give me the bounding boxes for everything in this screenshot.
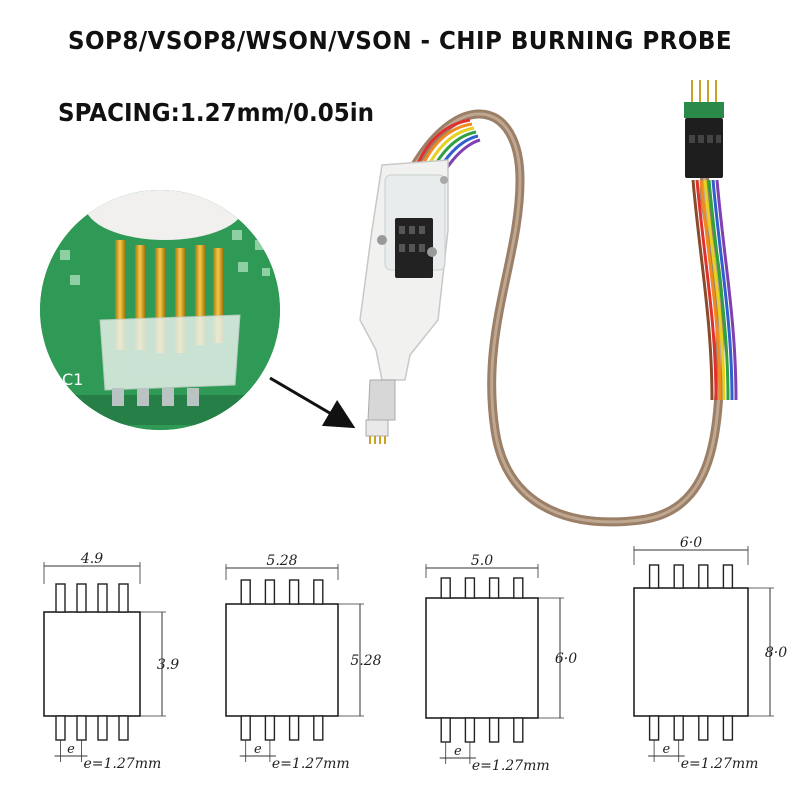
package-pin [673, 715, 684, 741]
package-body [633, 587, 749, 717]
pitch-value: e=1.27mm [681, 756, 759, 772]
package-pin [648, 564, 660, 589]
svg-text:C1: C1 [62, 370, 83, 389]
width-label: 5.0 [471, 553, 493, 569]
package-pin [698, 564, 709, 589]
ribbon-near-header [691, 179, 738, 401]
height-label: 5.28 [350, 653, 381, 669]
package-body [43, 611, 141, 717]
spacing-label: SPACING:1.27mm/0.05in [58, 98, 374, 127]
pitch-value: e=1.27mm [272, 756, 350, 772]
package-pin [264, 579, 276, 605]
chip-burning-probe [359, 159, 449, 444]
width-label: 6·0 [680, 535, 702, 551]
package-diagrams: 4.93.9ee=1.27mm5.285.28ee=1.27mm5.06·0ee… [43, 535, 787, 774]
package-pin [513, 717, 524, 743]
height-label: 6·0 [555, 651, 577, 667]
pitch-symbol: e [254, 742, 262, 757]
rainbow-cable [410, 109, 725, 527]
zoom-probe-tip-photo: C1 [40, 190, 280, 430]
package-vson: 6·0 8·0 e e=1.27mm [633, 535, 787, 772]
package-pin [118, 583, 129, 613]
pitch-value: e=1.27mm [472, 758, 550, 774]
package-pin [722, 564, 734, 589]
package-wson: 5.0 6·0 e e=1.27mm [425, 553, 577, 774]
package-pin [264, 715, 276, 741]
package-pin [97, 583, 108, 613]
pitch-value: e=1.27mm [84, 756, 162, 772]
package-pin [488, 577, 500, 599]
package-pin [648, 715, 660, 741]
package-pin [673, 564, 684, 589]
package-pin [464, 577, 476, 599]
width-label: 4.9 [80, 551, 103, 567]
pitch-symbol: e [454, 744, 462, 759]
package-pin [440, 717, 451, 743]
package-pin [440, 577, 451, 599]
package-pin [97, 715, 108, 741]
package-pin [698, 715, 709, 741]
package-pin [55, 583, 66, 613]
package-body [225, 603, 339, 717]
package-pin [313, 579, 324, 605]
height-label: 8·0 [765, 645, 787, 661]
package-pin [313, 715, 324, 741]
width-label: 5.28 [266, 553, 297, 569]
package-pin [118, 715, 129, 741]
package-body [425, 597, 539, 719]
pitch-symbol: e [67, 742, 75, 757]
package-pin [240, 715, 251, 741]
package-pin [288, 715, 300, 741]
package-pin [513, 577, 524, 599]
pin-header-connector [684, 80, 724, 178]
package-vsop8: 5.28 5.28 e e=1.27mm [225, 553, 382, 772]
package-pin [464, 717, 476, 743]
package-pin [240, 579, 251, 605]
package-pin [55, 715, 66, 741]
package-pin [76, 715, 87, 741]
package-pin [488, 717, 500, 743]
pitch-symbol: e [663, 742, 671, 757]
height-label: 3.9 [157, 657, 179, 673]
package-pin [722, 715, 734, 741]
package-sop8: 4.9 3.9 e e=1.27mm [43, 551, 179, 772]
package-pin [288, 579, 300, 605]
package-pin [76, 583, 87, 613]
page-title: SOP8/VSOP8/WSON/VSON - CHIP BURNING PROB… [67, 26, 733, 55]
pointer-arrow [269, 376, 356, 429]
